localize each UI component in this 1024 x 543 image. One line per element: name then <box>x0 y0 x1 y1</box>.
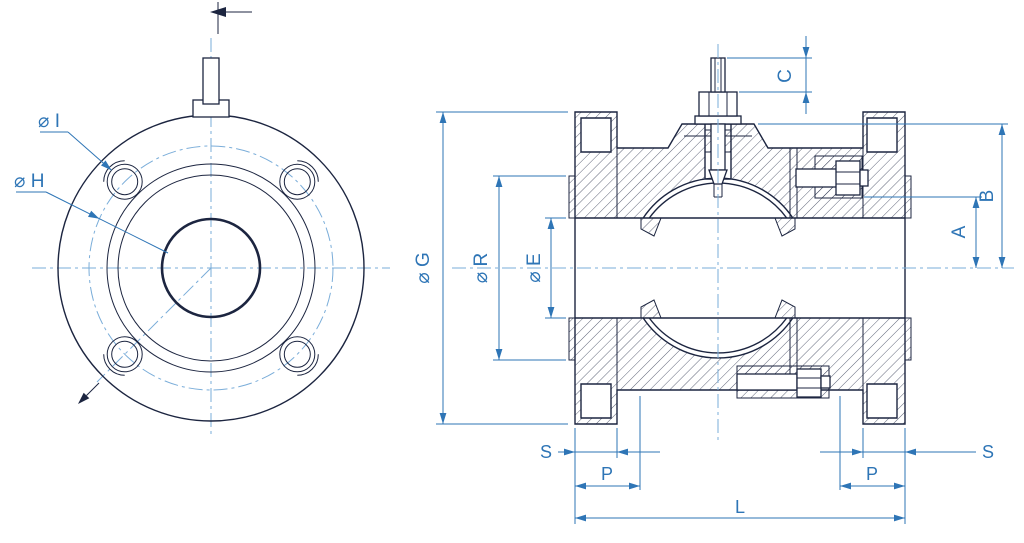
dim-label-b: B <box>977 190 998 203</box>
dim-label-l: L <box>735 497 745 517</box>
front-view-stem <box>192 57 230 118</box>
section-view-centerlines <box>452 44 1014 442</box>
front-view: ⌀ I ⌀ H <box>14 2 390 436</box>
dim-label-s-left: S <box>540 442 552 462</box>
leader-dia-h <box>16 191 169 254</box>
dim-label-e: ⌀ E <box>524 253 545 282</box>
label-dia-h: ⌀ H <box>14 171 44 192</box>
dim-label-r: ⌀ R <box>471 253 492 283</box>
section-arrow-bottom <box>78 382 100 404</box>
bolt-circle-centerline <box>88 145 334 391</box>
packing-right <box>724 129 732 153</box>
section-view <box>452 44 1014 442</box>
leader-dia-i <box>40 131 112 171</box>
front-view-centerlines <box>32 38 390 436</box>
body-bolt-bottom <box>736 365 831 399</box>
dim-label-c: C <box>775 69 796 83</box>
dim-label-p-left: P <box>601 464 613 484</box>
gasket-face-circle <box>117 174 305 362</box>
packing-left <box>704 129 712 153</box>
dim-label-a: A <box>949 225 970 238</box>
dim-label-g: ⌀ G <box>413 252 434 284</box>
raised-face-circle <box>106 163 316 373</box>
flange-hub-lines <box>616 148 864 390</box>
dim-label-s-right: S <box>982 442 994 462</box>
section-arrow-top <box>210 2 252 34</box>
dim-label-p-right: P <box>866 464 878 484</box>
bore-circle <box>160 217 262 319</box>
bolt-holes <box>103 160 319 376</box>
seat-rings <box>640 217 796 319</box>
dimensions: ⌀ G ⌀ R ⌀ E A B C S S P P L <box>413 36 1008 524</box>
label-dia-i: ⌀ I <box>38 111 60 132</box>
body-bolt-side <box>795 155 869 199</box>
extension-lines <box>436 57 1008 524</box>
